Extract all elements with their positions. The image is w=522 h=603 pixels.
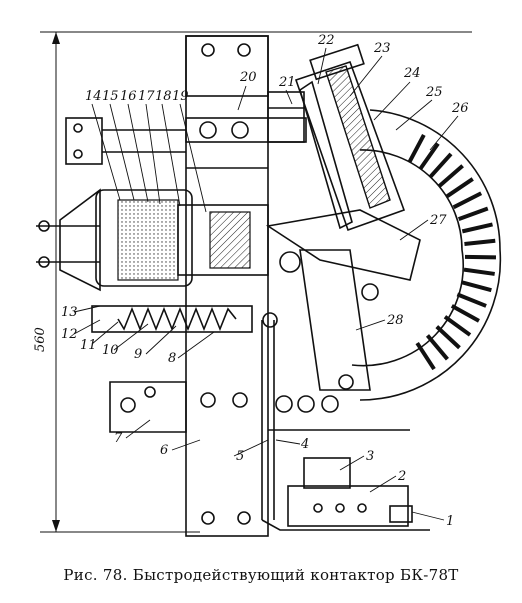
leader-line <box>91 321 119 345</box>
spring-assembly <box>91 305 278 333</box>
left-arm <box>109 381 187 433</box>
leader-line <box>109 103 135 201</box>
leader-line <box>285 89 293 105</box>
arc-chute-fin <box>452 191 483 210</box>
callout-17: 17 <box>138 89 155 104</box>
leader-line <box>237 85 247 111</box>
callout-18: 18 <box>155 89 172 104</box>
arc-chute <box>351 109 502 401</box>
leader-line <box>125 419 151 439</box>
arc-chute-fin <box>445 177 474 198</box>
leader-line <box>399 219 429 241</box>
arc-chute-fin <box>428 152 453 179</box>
arc-chute-fin <box>461 222 493 234</box>
arc-chute-fin <box>456 292 487 308</box>
callout-12: 12 <box>61 327 78 342</box>
leader-line <box>177 331 215 359</box>
leader-line <box>349 55 383 97</box>
leader-line <box>161 103 181 207</box>
callout-23: 23 <box>373 41 391 56</box>
callout-5: 5 <box>236 449 244 464</box>
leader-line <box>113 323 149 351</box>
leader-line <box>91 103 121 201</box>
leader-line <box>171 439 201 451</box>
arc-chute-fin <box>464 254 497 260</box>
callout-21: 21 <box>278 75 296 90</box>
callout-7: 7 <box>114 431 123 446</box>
leader-line <box>145 325 177 355</box>
arc-chute-fin <box>407 133 426 164</box>
arc-chute-fin <box>435 325 461 350</box>
callout-19: 19 <box>172 89 189 104</box>
figure-caption: Рис. 78. Быстродействующий контактор БК-… <box>63 566 459 584</box>
arc-chute-fin <box>460 280 492 293</box>
callout-16: 16 <box>120 89 137 104</box>
leader-line <box>411 511 445 521</box>
callouts: 1 2 3 4 5 6 7 8 9 10 11 12 13 14 15 16 1… <box>61 33 469 529</box>
callout-13: 13 <box>61 305 78 320</box>
callout-10: 10 <box>102 343 119 358</box>
arc-chute-fin <box>463 267 495 276</box>
leader-line <box>233 439 269 457</box>
arc-chute-fin <box>450 304 480 323</box>
dimension-560: 560 <box>33 31 472 533</box>
callout-25: 25 <box>425 85 443 100</box>
upper-terminals <box>65 117 186 165</box>
leader-line <box>317 47 327 85</box>
callout-4: 4 <box>300 437 309 452</box>
leader-line <box>339 455 365 471</box>
leader-line <box>145 103 161 205</box>
callout-leaders <box>73 47 459 521</box>
coil-assembly <box>36 188 269 292</box>
auxiliary-switch <box>287 457 413 527</box>
leader-line <box>355 319 386 331</box>
callout-11: 11 <box>80 338 97 353</box>
leader-line <box>429 115 459 151</box>
callout-2: 2 <box>397 469 406 484</box>
callout-8: 8 <box>168 351 176 366</box>
lever-armature <box>265 209 421 391</box>
callout-28: 28 <box>386 313 404 328</box>
contact-assembly <box>294 43 406 232</box>
leader-line <box>369 475 397 493</box>
callout-24: 24 <box>403 66 421 81</box>
bus-bars <box>261 320 430 531</box>
main-frame <box>185 35 269 537</box>
leader-line <box>73 319 101 335</box>
callout-6: 6 <box>160 443 168 458</box>
leader-line <box>127 103 149 203</box>
leader-line <box>179 103 207 213</box>
callout-1: 1 <box>446 514 454 529</box>
leader-line <box>73 305 101 313</box>
callout-26: 26 <box>451 101 469 116</box>
callout-3: 3 <box>366 449 374 464</box>
callout-27: 27 <box>429 213 447 228</box>
arc-chute-fin <box>418 142 440 171</box>
arc-chute-fin <box>443 315 472 337</box>
callout-14: 14 <box>85 89 102 104</box>
callout-20: 20 <box>239 70 257 85</box>
arc-chute-fin <box>464 238 496 247</box>
arc-chute-fin <box>425 334 449 361</box>
callout-15: 15 <box>102 89 119 104</box>
leader-line <box>395 99 433 131</box>
callout-22: 22 <box>317 33 335 48</box>
callout-9: 9 <box>134 347 142 362</box>
arc-chute-fin <box>457 206 489 221</box>
arc-chute-fin <box>437 164 464 188</box>
leader-line <box>373 81 411 121</box>
leader-line <box>275 439 301 445</box>
arc-chute-fin <box>415 341 436 371</box>
dimension-label: 560 <box>33 327 48 352</box>
